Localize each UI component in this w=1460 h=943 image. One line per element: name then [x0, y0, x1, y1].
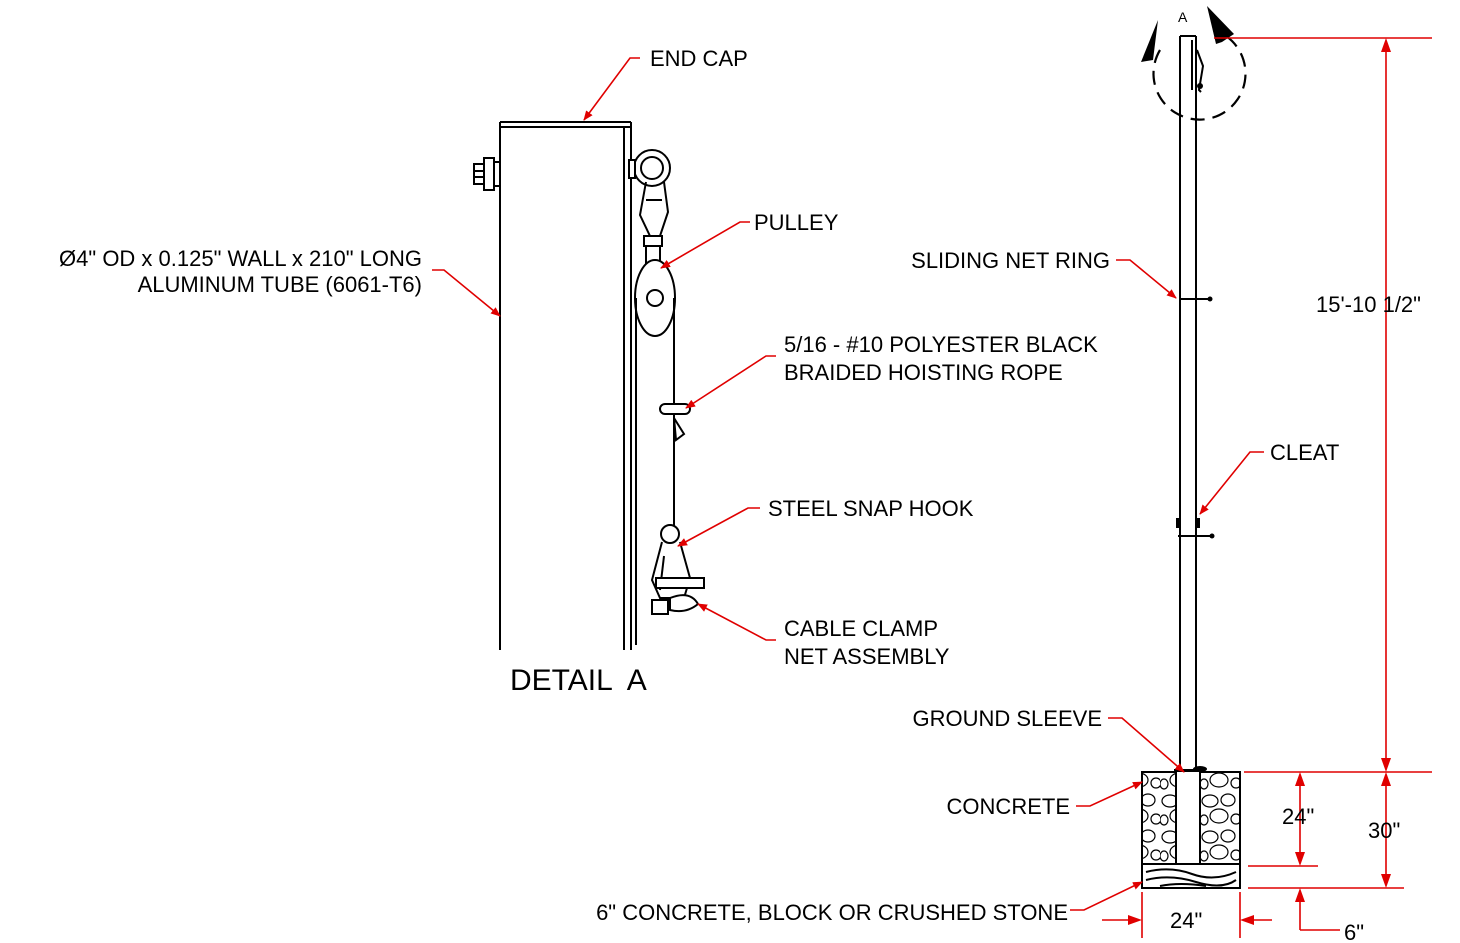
footing-width-dimension: 24": [1170, 908, 1202, 933]
ground-sleeve-label: GROUND SLEEVE: [913, 706, 1103, 731]
end-cap-label: END CAP: [650, 46, 748, 71]
eye-bolt-icon: [628, 149, 671, 187]
rope-label-line1: 5/16 - #10 POLYESTER BLACK: [784, 332, 1098, 357]
upper-snap-hook-icon: [638, 181, 670, 267]
elevation-labels: SLIDING NET RING CLEAT GROUND SLEEVE CON…: [596, 248, 1421, 943]
sliding-net-ring-icon: [1180, 296, 1213, 302]
elevation: A: [1141, 6, 1247, 889]
concrete-footing: [1141, 771, 1241, 866]
cable-clamp-label-line1: CABLE CLAMP: [784, 616, 938, 641]
detail-labels: END CAP Ø4" OD x 0.125" WALL x 210" LONG…: [59, 46, 1098, 697]
dimension-lines: [1102, 37, 1432, 938]
concrete-label: CONCRETE: [947, 794, 1070, 819]
detail-title: DETAIL A: [510, 664, 647, 697]
tube-body: [499, 121, 632, 650]
cable-clamp-label-line2: NET ASSEMBLY: [784, 644, 950, 669]
sleeve-depth-dimension: 24": [1282, 804, 1314, 829]
leader-lines: [432, 57, 1264, 911]
pole-height-dimension: 15'-10 1/2": [1316, 292, 1421, 317]
section-circle: [1141, 6, 1247, 121]
lower-snap-hook-icon: [650, 524, 705, 615]
sliding-net-ring-label: SLIDING NET RING: [911, 248, 1110, 273]
section-marker-label: A: [1178, 9, 1188, 25]
footing-depth-dimension: 30": [1368, 818, 1400, 843]
tube-label-line2: ALUMINUM TUBE (6061-T6): [138, 272, 422, 297]
cleat-label: CLEAT: [1270, 440, 1339, 465]
bolt-icon: [473, 157, 501, 191]
base-label: 6" CONCRETE, BLOCK OR CRUSHED STONE: [596, 900, 1068, 925]
cleat-icon: [1176, 518, 1215, 539]
base-layer: [1141, 863, 1241, 889]
pulley-label: PULLEY: [754, 210, 839, 235]
detail-a: [473, 121, 705, 650]
snap-hook-label: STEEL SNAP HOOK: [768, 496, 974, 521]
tube-label-line1: Ø4" OD x 0.125" WALL x 210" LONG: [59, 246, 422, 271]
pole-body: [1179, 35, 1197, 866]
base-depth-dimension: 6": [1344, 920, 1364, 943]
top-hardware-icon: [1196, 49, 1205, 93]
rope-label-line2: BRAIDED HOISTING ROPE: [784, 360, 1063, 385]
rope-clip-icon: [659, 403, 691, 442]
